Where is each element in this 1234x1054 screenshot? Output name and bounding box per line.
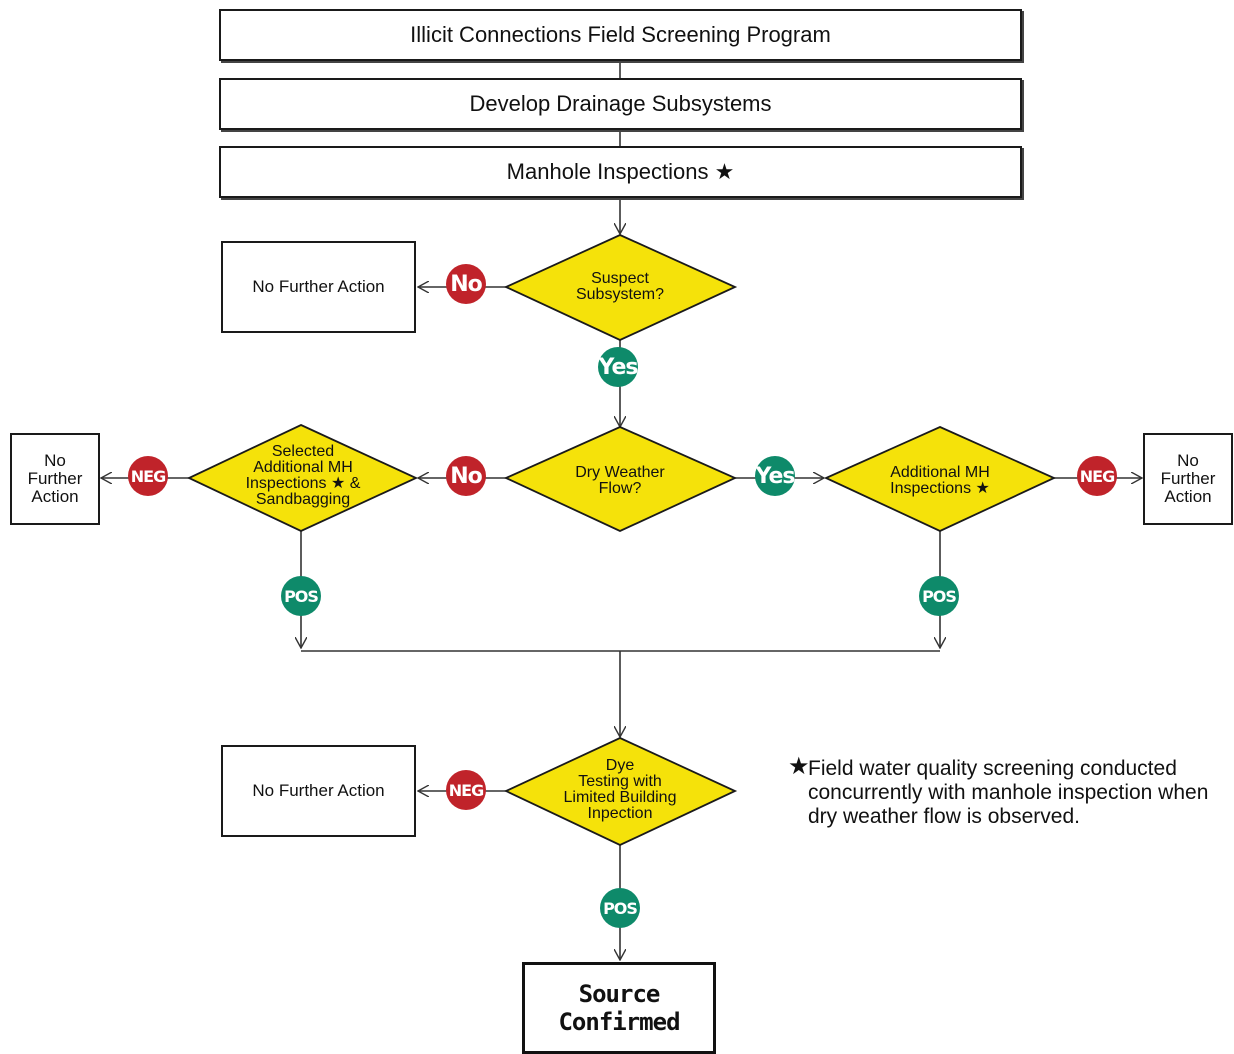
nfa-bottom-label: No Further Action xyxy=(252,781,385,800)
program-box: Illicit Connections Field Screening Prog… xyxy=(219,9,1022,61)
nfa-right-line: Further xyxy=(1160,469,1216,488)
decision-selected: Selected Additional MH Inspections ★ & S… xyxy=(222,441,384,511)
badge-neg-selected: NEG xyxy=(128,456,168,496)
decision-selected-line: Additional MH xyxy=(253,459,353,476)
badge-yes-suspect: Yes xyxy=(598,347,638,387)
source-confirmed-box: Source Confirmed xyxy=(522,962,716,1054)
decision-dye-line: Dye xyxy=(605,757,635,774)
no-further-action-right: No Further Action xyxy=(1143,433,1233,525)
badge-pos-selected: POS xyxy=(281,576,321,616)
decision-selected-shape xyxy=(186,424,419,532)
decision-dry-weather: Dry Weather Flow? xyxy=(540,458,700,504)
nfa-top-label: No Further Action xyxy=(252,277,385,296)
nfa-left-line: Action xyxy=(31,487,79,506)
no-further-action-bottom: No Further Action xyxy=(221,745,416,837)
no-further-action-left: No Further Action xyxy=(10,433,100,525)
nfa-right-line: No xyxy=(1177,451,1199,470)
source-line: Source xyxy=(578,980,661,1008)
decision-selected-line: Selected xyxy=(271,443,335,460)
decision-dry-weather-shape xyxy=(503,426,738,532)
source-line: Confirmed xyxy=(558,1008,680,1036)
decision-dye-shape xyxy=(503,737,738,846)
no-further-action-top: No Further Action xyxy=(221,241,416,333)
footnote-star-icon: ★ xyxy=(788,753,810,780)
decision-suspect-line: Subsystem? xyxy=(575,286,665,303)
nfa-right-line: Action xyxy=(1164,487,1212,506)
decision-additional: Additional MH Inspections ★ xyxy=(860,458,1020,504)
badge-yes-dry: Yes xyxy=(755,456,795,496)
badge-no-suspect: No xyxy=(446,264,486,304)
decision-suspect-shape xyxy=(503,234,738,341)
decision-additional-line: Additional MH xyxy=(890,464,990,481)
program-label: Illicit Connections Field Screening Prog… xyxy=(410,22,831,47)
badge-neg-dye: NEG xyxy=(446,770,486,810)
decision-dye-line: Testing with xyxy=(578,773,662,790)
badge-pos-additional: POS xyxy=(919,576,959,616)
drainage-box: Develop Drainage Subsystems xyxy=(219,78,1022,130)
decision-dye-line: Inpection xyxy=(587,805,653,822)
nfa-left-line: Further xyxy=(27,469,83,488)
nfa-left-line: No xyxy=(44,451,66,470)
manhole-box: Manhole Inspections ★ xyxy=(219,146,1022,198)
badge-neg-additional: NEG xyxy=(1077,456,1117,496)
decision-dye-line: Limited Building xyxy=(563,789,677,806)
decision-dye: Dye Testing with Limited Building Inpect… xyxy=(540,756,700,824)
drainage-label: Develop Drainage Subsystems xyxy=(469,91,772,116)
decision-dry-line: Dry Weather xyxy=(575,464,665,481)
decision-selected-line: Inspections ★ & xyxy=(245,475,361,492)
badge-pos-dye: POS xyxy=(600,888,640,928)
decision-suspect-line: Suspect xyxy=(591,270,649,287)
decision-selected-line: Sandbagging xyxy=(255,491,351,508)
badge-no-dry: No xyxy=(446,456,486,496)
decision-suspect: Suspect Subsystem? xyxy=(540,262,700,312)
decision-additional-shape xyxy=(823,426,1057,532)
decision-additional-line: Inspections ★ xyxy=(890,480,990,497)
manhole-label: Manhole Inspections ★ xyxy=(506,159,735,184)
decision-dry-line: Flow? xyxy=(598,480,642,497)
footnote-text: Field water quality screening conducted … xyxy=(808,757,1209,828)
